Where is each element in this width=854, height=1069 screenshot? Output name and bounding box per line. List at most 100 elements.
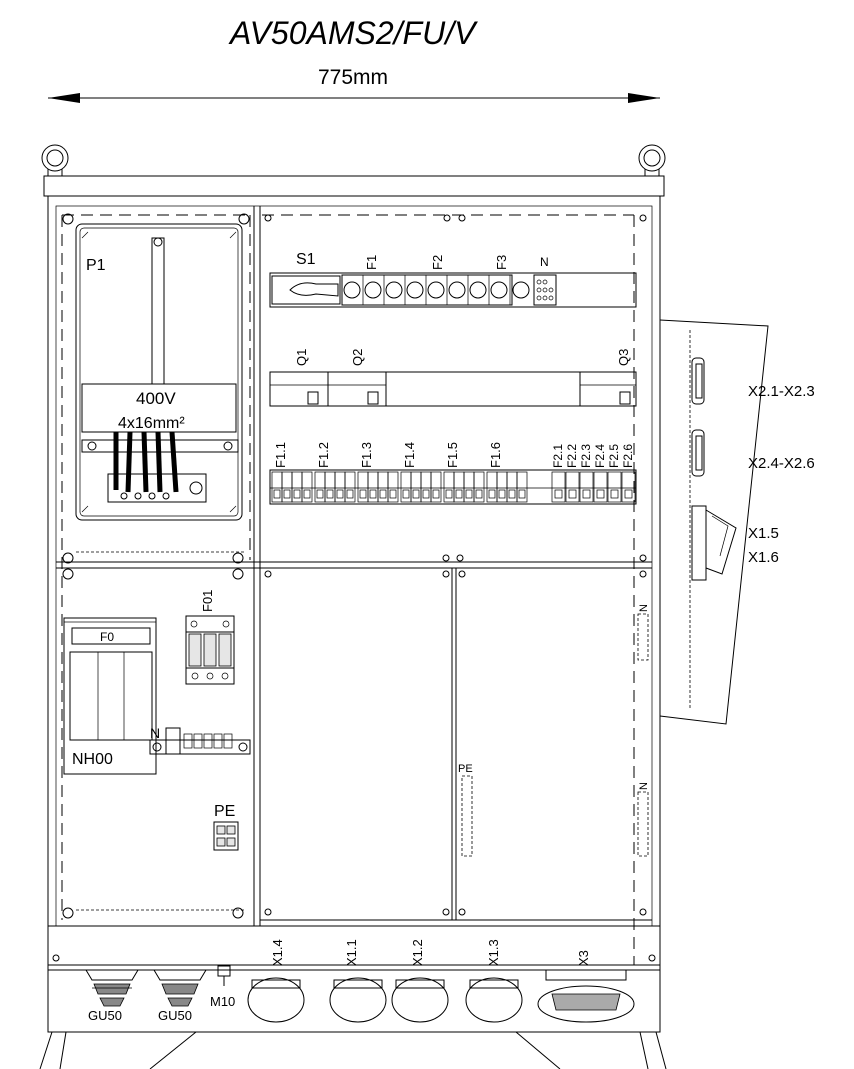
q3-label: Q3 (616, 349, 631, 366)
q2-label: Q2 (350, 349, 365, 366)
breaker-module (496, 471, 508, 503)
gu50-1-label: GU50 (88, 1008, 122, 1023)
x12-label: X1.2 (410, 939, 425, 966)
breaker-module (486, 471, 498, 503)
lifting-eye-left (41, 144, 69, 176)
breaker-toggle (422, 489, 430, 499)
small-breaker-toggle (554, 489, 563, 499)
pe-mid-label: PE (458, 763, 473, 775)
small-breaker-label: F2.5 (607, 444, 621, 468)
breaker-label: F1.4 (402, 442, 417, 468)
x14-label: X1.4 (270, 939, 285, 966)
cee-sockets-bottom (247, 969, 635, 1023)
breaker-module (387, 471, 399, 503)
meter-cable-label: 4x16mm² (118, 415, 185, 432)
breaker-toggle (346, 489, 354, 499)
breaker-toggle (293, 489, 301, 499)
meter-voltage-label: 400V (136, 389, 176, 408)
breaker-module (430, 471, 442, 503)
main-switch-rail (269, 272, 637, 308)
small-breaker-module (593, 471, 608, 503)
breaker-module (324, 471, 336, 503)
breaker-module (473, 471, 485, 503)
breaker-module (410, 471, 422, 503)
breaker-toggle (379, 489, 387, 499)
f0-label: F0 (100, 630, 114, 644)
rcd-rail (269, 371, 637, 407)
breaker-module (420, 471, 432, 503)
breaker-label: F1.3 (359, 442, 374, 468)
x11-label: X1.1 (344, 939, 359, 966)
side-socket-labels: X2.1-X2.3X2.4-X2.6X1.5X1.6 (748, 383, 815, 566)
width-dimension-label: 775mm (318, 66, 388, 89)
small-breaker-label: F2.1 (551, 444, 565, 468)
small-breaker-toggle (568, 489, 577, 499)
lifting-eye-right (638, 144, 666, 176)
breaker-label: F1.1 (273, 442, 288, 468)
breaker-toggle (498, 489, 506, 499)
mounting-screws (52, 213, 656, 962)
breaker-toggle (336, 489, 344, 499)
x13-label: X1.3 (486, 939, 501, 966)
breaker-module (453, 471, 465, 503)
breaker-module (271, 471, 283, 503)
breaker-toggle (445, 489, 453, 499)
small-breaker-module (565, 471, 580, 503)
breaker-module (377, 471, 389, 503)
p1-label: P1 (86, 257, 106, 274)
breaker-module (314, 471, 326, 503)
n-top-label: N (540, 255, 549, 269)
width-dimension-line (48, 93, 660, 103)
q1-label: Q1 (294, 349, 309, 366)
small-breaker-label: F2.3 (579, 444, 593, 468)
breaker-toggle (326, 489, 334, 499)
drawing-title: AV50AMS2/FU/V (228, 15, 478, 51)
breaker-module (443, 471, 455, 503)
small-breaker-toggle (624, 489, 633, 499)
n-rail-right-2 (637, 791, 649, 857)
breaker-toggle (455, 489, 463, 499)
breaker-toggle (432, 489, 440, 499)
breaker-rail (269, 469, 637, 505)
breaker-toggle (508, 489, 516, 499)
breaker-toggle (369, 489, 377, 499)
side-socket-label: X1.5 (748, 525, 779, 542)
breaker-toggle (475, 489, 483, 499)
breaker-toggle (465, 489, 473, 499)
breaker-label: F1.6 (488, 442, 503, 468)
breaker-toggle (283, 489, 291, 499)
breaker-module (400, 471, 412, 503)
f3-label: F3 (494, 255, 509, 270)
breaker-module (281, 471, 293, 503)
breaker-toggle (359, 489, 367, 499)
breaker-module (301, 471, 313, 503)
small-breaker-toggle (596, 489, 605, 499)
s1-label: S1 (296, 251, 316, 268)
cabinet-legs (39, 1031, 667, 1069)
inner-dashed-outline (61, 214, 635, 965)
small-breaker-label: F2.4 (593, 444, 607, 468)
n-left-label: N (150, 725, 160, 741)
breaker-module (334, 471, 346, 503)
cabinet-body (47, 195, 661, 1033)
breaker-toggle (303, 489, 311, 499)
meter-cables (113, 431, 179, 500)
surge-protector-f01 (185, 615, 235, 685)
small-breaker-module (621, 471, 636, 503)
side-socket-label: X2.4-X2.6 (748, 455, 815, 472)
breaker-module (367, 471, 379, 503)
n-rail-right-1 (637, 613, 649, 661)
breaker-toggle (518, 489, 526, 499)
pe-terminal-left (213, 821, 239, 851)
f01-label: F01 (200, 590, 215, 612)
side-socket-label: X2.1-X2.3 (748, 383, 815, 400)
nh00-label: NH00 (72, 751, 113, 768)
breaker-module (344, 471, 356, 503)
neutral-terminal-left (149, 727, 251, 755)
breaker-units (271, 471, 636, 503)
breaker-toggle (316, 489, 324, 499)
gu50-2-label: GU50 (158, 1008, 192, 1023)
breaker-module (291, 471, 303, 503)
x3-label: X3 (576, 950, 591, 966)
